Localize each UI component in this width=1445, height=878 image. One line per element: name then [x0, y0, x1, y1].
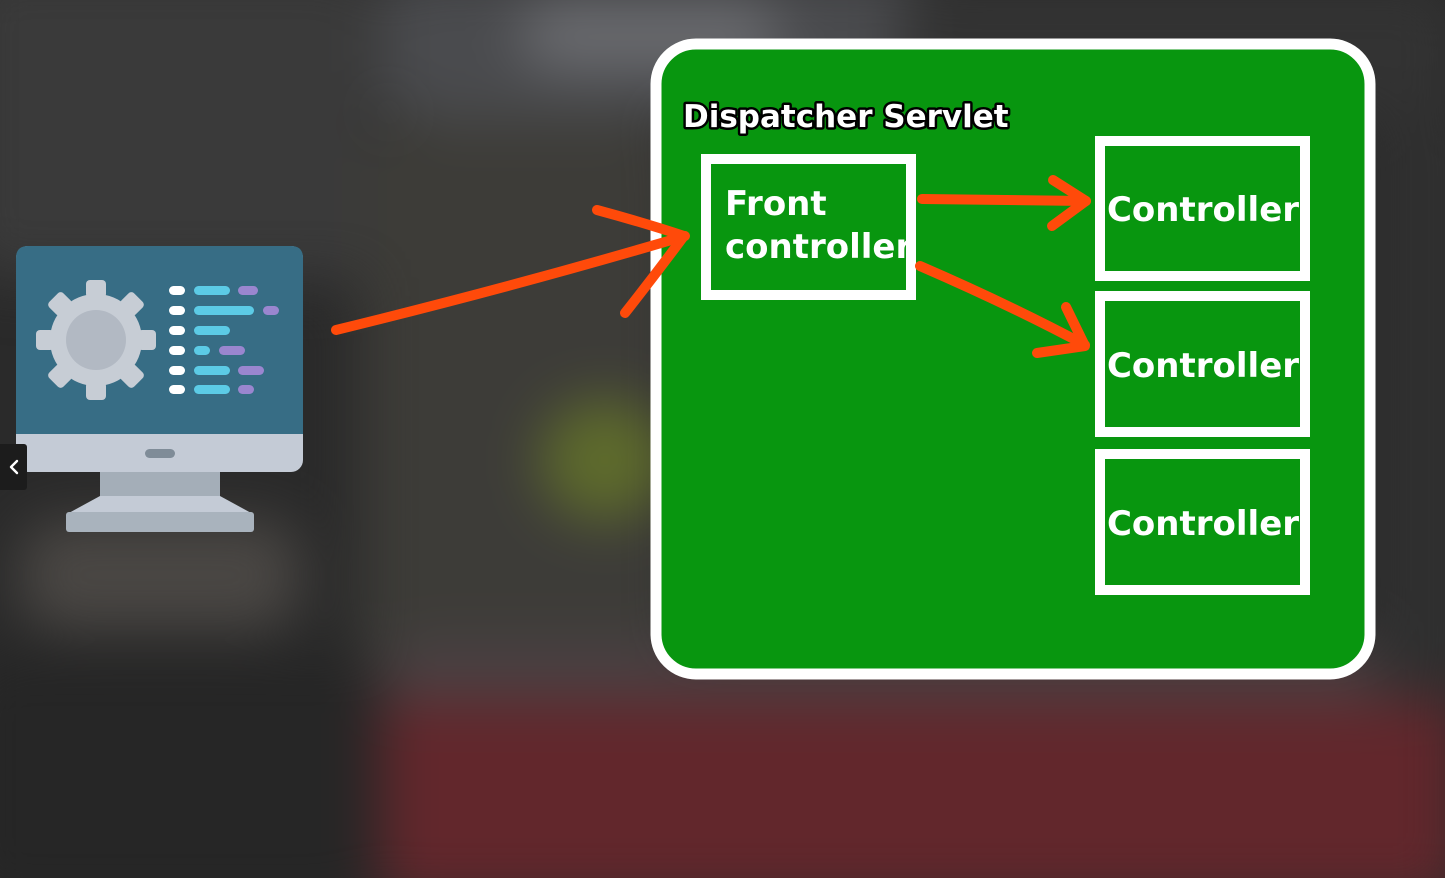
controller-box: Controller: [1095, 291, 1310, 437]
code-lines: [169, 286, 279, 394]
controller-label: Controller: [1107, 190, 1299, 230]
controller-label: Controller: [1107, 346, 1299, 386]
arrow-front-to-controller-1: [917, 175, 1091, 231]
controller-box: Controller: [1095, 449, 1310, 595]
front-controller-box: Front controller: [701, 154, 916, 300]
dispatcher-servlet-container: [650, 38, 1376, 680]
gear-icon: [36, 280, 156, 400]
controller-label: Controller: [1107, 504, 1299, 544]
chevron-left-icon: [9, 459, 18, 475]
arrow-front-to-controller-2: [915, 261, 1090, 358]
dispatcher-servlet-label: Dispatcher Servlet: [683, 99, 1009, 135]
previous-button[interactable]: [0, 444, 27, 490]
front-controller-label-line2: controller: [725, 227, 912, 267]
arrow-client-to-front-controller: [331, 205, 690, 335]
front-controller-label-line1: Front: [725, 184, 827, 224]
computer-settings-icon: [16, 246, 303, 532]
controller-box: Controller: [1095, 136, 1310, 281]
